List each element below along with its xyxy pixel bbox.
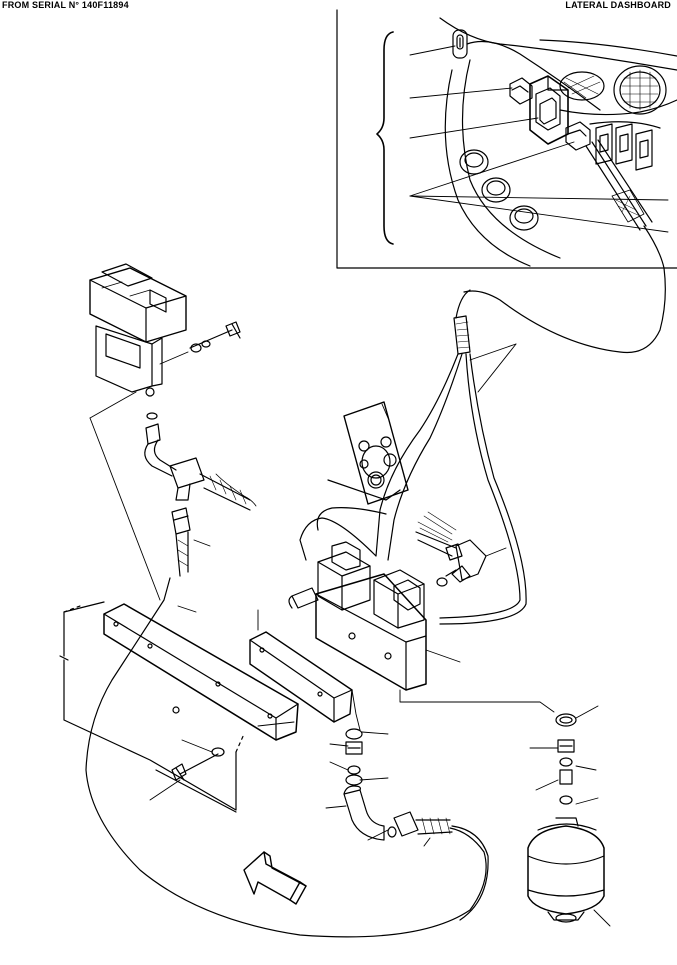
dashboard-outline bbox=[440, 18, 677, 70]
switch-bank bbox=[590, 122, 660, 170]
seal-kit-card bbox=[328, 402, 408, 504]
mounting-bar-left bbox=[60, 578, 486, 937]
vent-grille bbox=[560, 72, 604, 100]
indicator-lamp bbox=[453, 30, 467, 58]
switch-plug bbox=[566, 122, 590, 150]
switch-connector bbox=[510, 78, 532, 104]
elbow-fitting-right bbox=[416, 512, 506, 586]
long-leaders bbox=[90, 392, 196, 612]
dashboard-inset bbox=[337, 10, 677, 268]
knob bbox=[510, 206, 538, 230]
accumulator bbox=[528, 706, 610, 926]
dashboard-outline bbox=[560, 100, 677, 115]
knob bbox=[460, 150, 488, 174]
dashboard-outline bbox=[463, 60, 561, 258]
leader-lines bbox=[410, 46, 668, 232]
knob bbox=[482, 178, 510, 202]
lower-fittings bbox=[326, 729, 488, 920]
serial-range-label: FROM SERIAL N° 140F11894 bbox=[2, 0, 129, 10]
main-wiring-harness bbox=[300, 268, 665, 624]
indicator-wire bbox=[467, 42, 600, 110]
dashboard-outline bbox=[445, 70, 530, 266]
pressure-switch-assembly bbox=[90, 264, 256, 576]
solenoid-valve-block bbox=[289, 542, 460, 690]
inset-harness bbox=[586, 140, 664, 268]
inset-brace bbox=[377, 32, 393, 244]
direction-arrow bbox=[244, 852, 306, 904]
round-grille bbox=[614, 66, 666, 114]
inset-frame bbox=[337, 10, 677, 268]
harness-sleeve bbox=[454, 316, 470, 354]
dashboard-outline bbox=[540, 40, 677, 56]
spacer-plate bbox=[250, 610, 554, 730]
section-title: LATERAL DASHBOARD bbox=[565, 0, 671, 10]
